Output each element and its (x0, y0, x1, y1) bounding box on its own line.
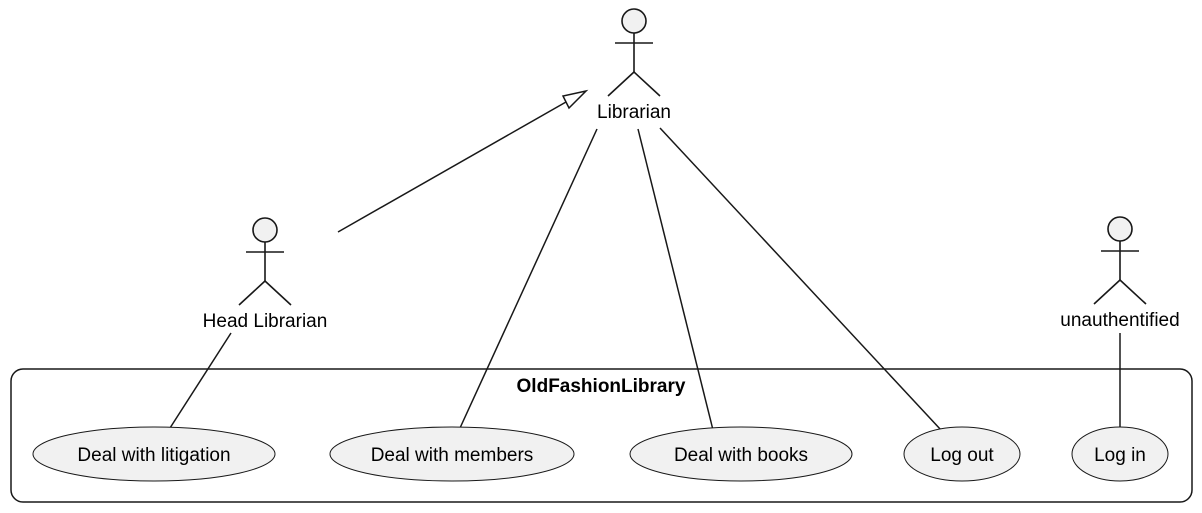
usecase-deal-with-litigation-ellipse (32, 426, 276, 482)
usecase-deal-with-litigation-label: Deal with litigation (77, 445, 230, 466)
actor-unauthentified-label: unauthentified (1060, 310, 1179, 331)
actor-head-librarian: Head Librarian (203, 217, 328, 332)
generalization-arrowhead-icon (561, 89, 589, 110)
actor-librarian-right-leg (633, 71, 661, 97)
usecase-log-out: Log out (903, 426, 1021, 482)
usecase-deal-with-members-label: Deal with members (371, 445, 534, 466)
actor-librarian-head (621, 8, 647, 34)
usecase-log-out-label: Log out (930, 445, 994, 466)
actor-unauthentified-right-leg (1119, 279, 1147, 305)
actor-head-librarian-right-leg (264, 280, 292, 306)
usecase-deal-with-books-label: Deal with books (674, 445, 808, 466)
association-librarian-to-deal-with-books (637, 128, 714, 431)
system-title: OldFashionLibrary (517, 376, 686, 397)
system-boundary-box (10, 368, 1193, 503)
usecase-deal-with-books: Deal with books (629, 426, 853, 482)
relations (169, 89, 1121, 431)
actor-head-librarian-head (252, 217, 278, 243)
actor-unauthentified-head (1107, 216, 1133, 242)
association-librarian-to-log-out (659, 127, 942, 431)
association-head-librarian-to-deal-with-litigation (169, 332, 232, 429)
association-librarian-to-deal-with-members (459, 128, 598, 429)
usecase-log-in: Log in (1071, 426, 1169, 482)
usecase-deal-with-members: Deal with members (329, 426, 575, 482)
actor-unauthentified-left-leg (1093, 279, 1121, 305)
usecase-deal-with-books-ellipse (629, 426, 853, 482)
actor-librarian-label: Librarian (597, 102, 671, 123)
usecase-deal-with-members-ellipse (329, 426, 575, 482)
usecase-log-in-label: Log in (1094, 445, 1146, 466)
actor-librarian-left-leg (607, 71, 635, 97)
generalization-line-head-librarian-to-librarian (337, 101, 567, 233)
use-cases: Deal with litigation Deal with members D… (32, 426, 1169, 482)
usecase-log-in-ellipse (1071, 426, 1169, 482)
usecase-deal-with-litigation: Deal with litigation (32, 426, 276, 482)
actor-unauthentified: unauthentified (1060, 216, 1180, 331)
actor-head-librarian-label: Head Librarian (203, 311, 328, 332)
actor-head-librarian-left-leg (238, 280, 266, 306)
usecase-log-out-ellipse (903, 426, 1021, 482)
actor-librarian: Librarian (597, 8, 671, 123)
system-boundary: OldFashionLibrary (10, 368, 1193, 503)
